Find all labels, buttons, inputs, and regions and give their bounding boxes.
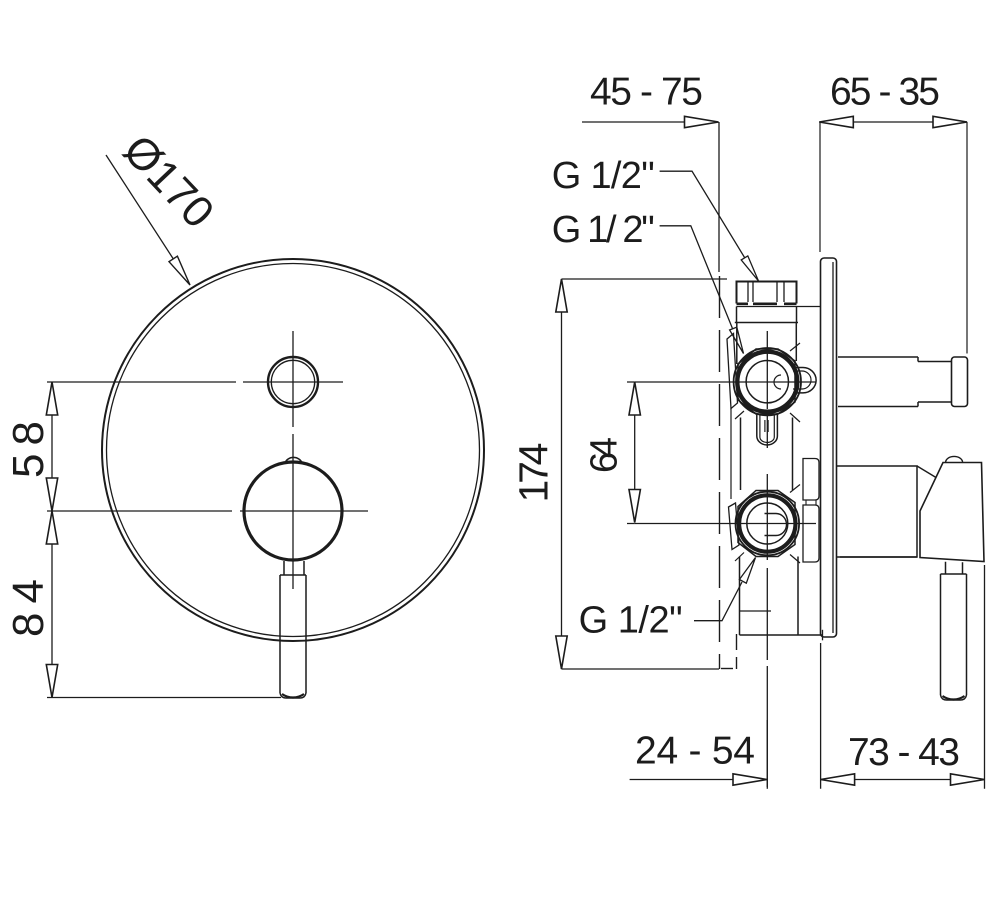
svg-text:24 - 54: 24 - 54 <box>635 730 755 773</box>
svg-text:65 - 35: 65 - 35 <box>830 71 940 114</box>
svg-text:G 1/2": G 1/2" <box>579 600 683 642</box>
svg-text:45 - 75: 45 - 75 <box>590 71 703 114</box>
svg-text:174: 174 <box>511 443 557 503</box>
svg-text:73 - 43: 73 - 43 <box>848 731 960 774</box>
svg-text:G 1/2": G 1/2" <box>552 155 655 197</box>
svg-text:G 1/ 2": G 1/ 2" <box>552 209 655 251</box>
svg-text:64: 64 <box>584 437 626 473</box>
